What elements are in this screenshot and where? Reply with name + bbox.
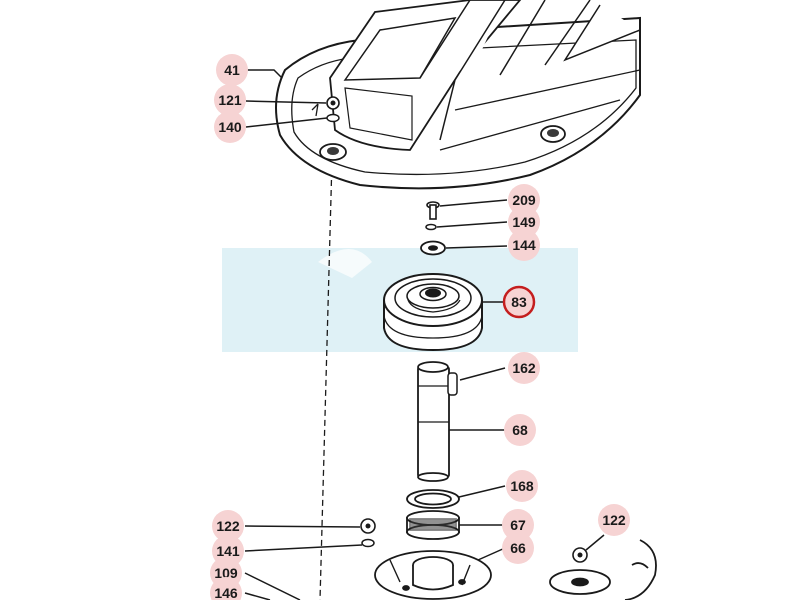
callout-144: 144 xyxy=(508,229,540,261)
callout-146-label: 146 xyxy=(214,585,238,600)
leader-lines xyxy=(244,69,605,600)
callout-67: 67 xyxy=(502,509,534,541)
nut-122-left-shape xyxy=(360,518,376,534)
callout-83-label: 83 xyxy=(511,294,527,310)
callout-209: 209 xyxy=(508,184,540,216)
callout-162-label: 162 xyxy=(512,360,536,376)
callout-122-right-label: 122 xyxy=(602,512,626,528)
callout-209-label: 209 xyxy=(512,192,536,208)
callout-149: 149 xyxy=(508,206,540,238)
dashed-axis-line xyxy=(319,159,333,600)
washer-144-shape xyxy=(420,240,446,256)
shaft-68-shape xyxy=(417,361,450,482)
key-162-shape xyxy=(447,372,458,396)
callout-146: 146 xyxy=(210,577,242,600)
callout-122-left-label: 122 xyxy=(216,518,240,534)
callout-168-label: 168 xyxy=(510,478,534,494)
callout-168: 168 xyxy=(506,470,538,502)
callout-67-label: 67 xyxy=(510,517,526,533)
callout-66-label: 66 xyxy=(510,540,526,556)
washer-140-shape xyxy=(326,113,340,123)
callout-66: 66 xyxy=(502,532,534,564)
callout-140: 140 xyxy=(214,111,246,143)
callout-141-label: 141 xyxy=(216,543,240,559)
callout-68-label: 68 xyxy=(512,422,528,438)
callout-149-label: 149 xyxy=(512,214,536,230)
callout-121: 121 xyxy=(214,84,246,116)
callout-122-left: 122 xyxy=(212,510,244,542)
bolt-209-shape xyxy=(426,201,440,220)
callout-144-label: 144 xyxy=(512,237,536,253)
bearing-168-shape xyxy=(406,489,460,509)
nut-121-shape xyxy=(326,96,340,110)
washer-149-shape xyxy=(425,223,437,231)
callout-140-label: 140 xyxy=(218,119,242,135)
callout-162: 162 xyxy=(508,352,540,384)
bearing-67-shape xyxy=(406,510,460,540)
hub-66-shape xyxy=(374,550,492,600)
pulley-83-shape xyxy=(383,273,483,352)
housing-bolt-right xyxy=(540,125,566,143)
callout-41: 41 xyxy=(216,54,248,86)
nut-122-right-shape xyxy=(572,547,588,563)
callout-83-highlighted: 83 xyxy=(502,285,536,319)
blade-disc-right-shape xyxy=(549,539,657,600)
callouts: 41 121 140 209 149 144 83 162 xyxy=(210,54,630,600)
housing-bolt-left xyxy=(319,143,347,161)
washer-141-shape xyxy=(361,538,375,548)
callout-121-label: 121 xyxy=(218,92,242,108)
callout-122-right: 122 xyxy=(598,504,630,536)
callout-109-label: 109 xyxy=(214,565,238,581)
callout-68: 68 xyxy=(504,414,536,446)
callout-41-label: 41 xyxy=(224,62,240,78)
